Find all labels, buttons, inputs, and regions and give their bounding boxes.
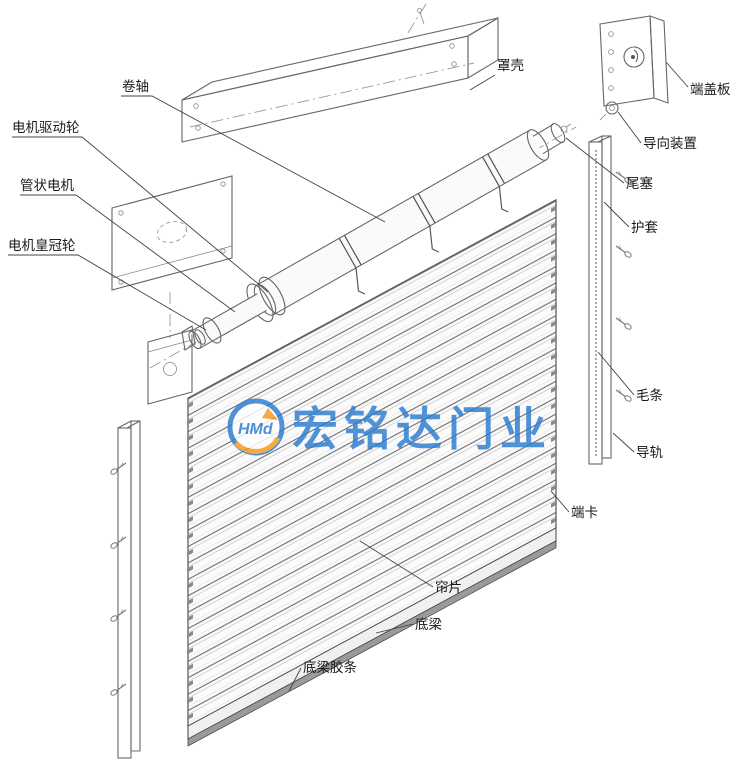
leader-guide-rail xyxy=(612,432,635,453)
callout-leaders xyxy=(8,61,689,692)
tubular-motor xyxy=(188,293,267,350)
motor-mount-plate xyxy=(111,175,233,291)
label-motor-crown-wheel: 电机皇冠轮 xyxy=(8,238,76,253)
roller-shaft-tube xyxy=(253,129,550,316)
leader-tail-plug xyxy=(565,137,625,184)
brand-logo-accent xyxy=(262,408,278,420)
callout-labels: 卷轴 电机驱动轮 管状电机 电机皇冠轮 罩壳 端盖板 导向装置 尾塞 护套 毛条… xyxy=(8,58,731,675)
right-guide-rail xyxy=(588,135,633,465)
leader-sheath xyxy=(603,201,630,228)
label-bottom-beam-rubber: 底梁胶条 xyxy=(303,659,357,675)
cover-shell-box xyxy=(181,8,499,143)
label-end-clip: 端卡 xyxy=(571,505,598,520)
motor-crown-wheel xyxy=(181,317,222,351)
label-brush-strip: 毛条 xyxy=(636,387,664,403)
leader-guide-device xyxy=(617,111,642,144)
bottom-beam-rubber xyxy=(187,540,557,747)
leader-motor-crown-wheel xyxy=(8,254,207,331)
label-motor-drive-wheel: 电机驱动轮 xyxy=(12,120,80,135)
end-clips-right xyxy=(551,199,557,531)
guide-device xyxy=(599,101,619,121)
leader-cover-shell xyxy=(469,74,496,91)
leader-end-cover-plate xyxy=(665,61,689,88)
leader-end-clip xyxy=(550,490,570,513)
brand-logo-swoosh xyxy=(234,436,281,454)
tail-plug xyxy=(532,122,572,155)
leader-brush-strip xyxy=(597,351,635,396)
curtain-hanger-clips xyxy=(338,153,509,295)
label-end-cover-plate: 端盖板 xyxy=(690,82,731,97)
leader-tubular-motor xyxy=(20,194,236,313)
label-roller-shaft: 卷轴 xyxy=(122,79,149,94)
leader-bottom-beam-rubber xyxy=(288,667,302,692)
label-sheath: 护套 xyxy=(631,220,659,235)
brand-logo-text: HMd xyxy=(238,421,274,438)
watermark: HMd 宏铭达门业 xyxy=(227,398,552,456)
leader-motor-drive-wheel xyxy=(12,136,269,293)
end-clips-left xyxy=(187,395,193,727)
leader-curtain-slat xyxy=(359,540,434,588)
mount-bracket xyxy=(147,329,193,405)
label-cover-shell: 罩壳 xyxy=(497,58,524,73)
label-guide-rail: 导轨 xyxy=(636,445,664,460)
label-curtain-slat: 帘片 xyxy=(435,580,462,595)
label-bottom-beam: 底梁 xyxy=(415,617,442,632)
label-guide-device: 导向装置 xyxy=(643,136,697,151)
curtain xyxy=(187,198,557,747)
roller-assembly xyxy=(181,122,572,351)
left-guide-rail xyxy=(109,420,141,759)
brand-text: 宏铭达门业 xyxy=(292,403,552,455)
end-cover-plate xyxy=(599,15,669,121)
cover-screw-pin xyxy=(417,8,425,25)
leader-bottom-beam xyxy=(375,623,414,634)
label-tubular-motor: 管状电机 xyxy=(20,178,74,193)
leader-roller-shaft xyxy=(121,95,386,223)
label-tail-plug: 尾塞 xyxy=(626,175,654,191)
